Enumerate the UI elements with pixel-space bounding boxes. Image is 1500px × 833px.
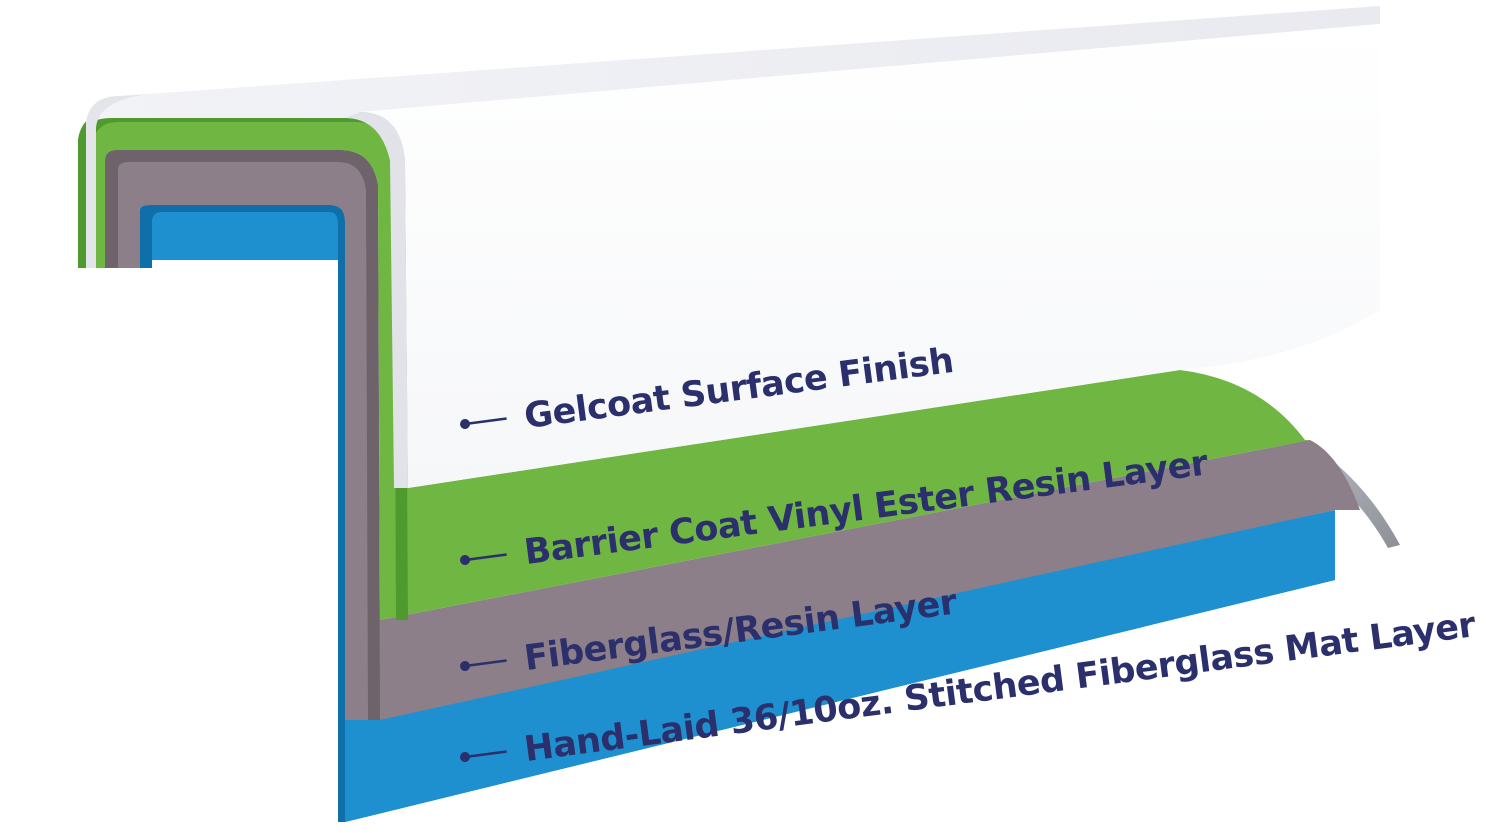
gelcoat-coping-edge [86,94,150,268]
layer-mat-face [345,512,1335,822]
label-mat-line [464,750,507,759]
gelcoat-coping-inner [345,112,408,488]
layer-barrier-shape [78,112,1310,620]
layer-fiberglass-shape [105,150,1360,720]
label-fiberglass-line [464,659,507,668]
gelcoat-top-deck [86,6,1380,160]
label-gelcoat-line [464,417,507,426]
label-barrier-line [464,553,507,562]
layer-mat-side [140,205,345,822]
gelcoat-front-wall [360,24,1380,488]
